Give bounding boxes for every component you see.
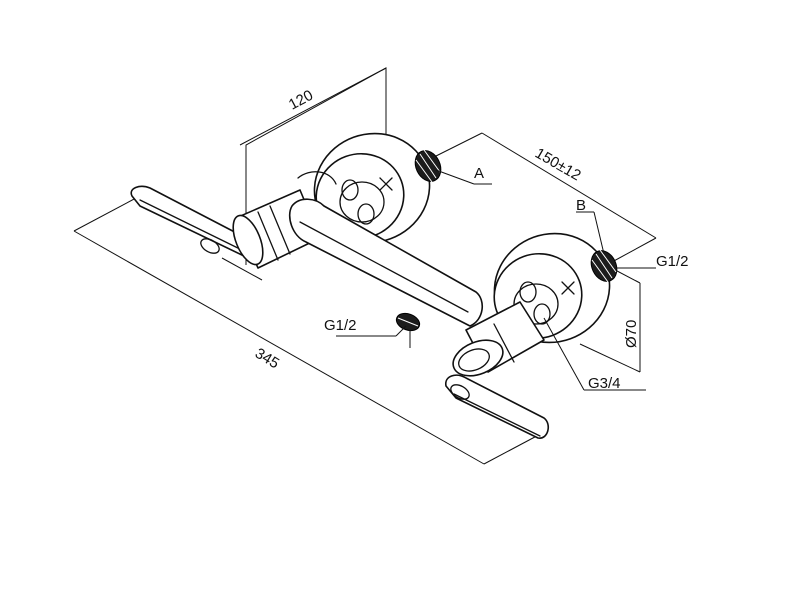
right-thread-connector — [590, 249, 618, 283]
callout-inlet-left-label: G1/2 — [324, 317, 357, 334]
callout-a: A — [435, 165, 492, 185]
dimension-diameter-70: Ø70 — [579, 261, 641, 373]
bottom-outlet-connector — [395, 312, 421, 348]
callout-a-label: A — [474, 165, 484, 182]
callout-inlet-right: G1/2 — [614, 253, 689, 270]
callout-outlet-label: G3/4 — [588, 375, 621, 392]
callout-outlet: G3/4 — [543, 317, 646, 392]
right-lever-handle — [445, 374, 550, 439]
right-valve-body — [452, 301, 545, 377]
left-thread-connector — [414, 149, 442, 183]
callout-b-label: B — [576, 197, 586, 214]
dimension-diameter-70-label: Ø70 — [623, 320, 640, 348]
callout-inlet-left: G1/2 — [324, 317, 407, 337]
mixer-body — [288, 171, 483, 327]
callout-b: B — [576, 197, 605, 255]
callout-inlet-right-label: G1/2 — [656, 253, 689, 270]
dimension-345-label: 345 — [252, 345, 282, 372]
